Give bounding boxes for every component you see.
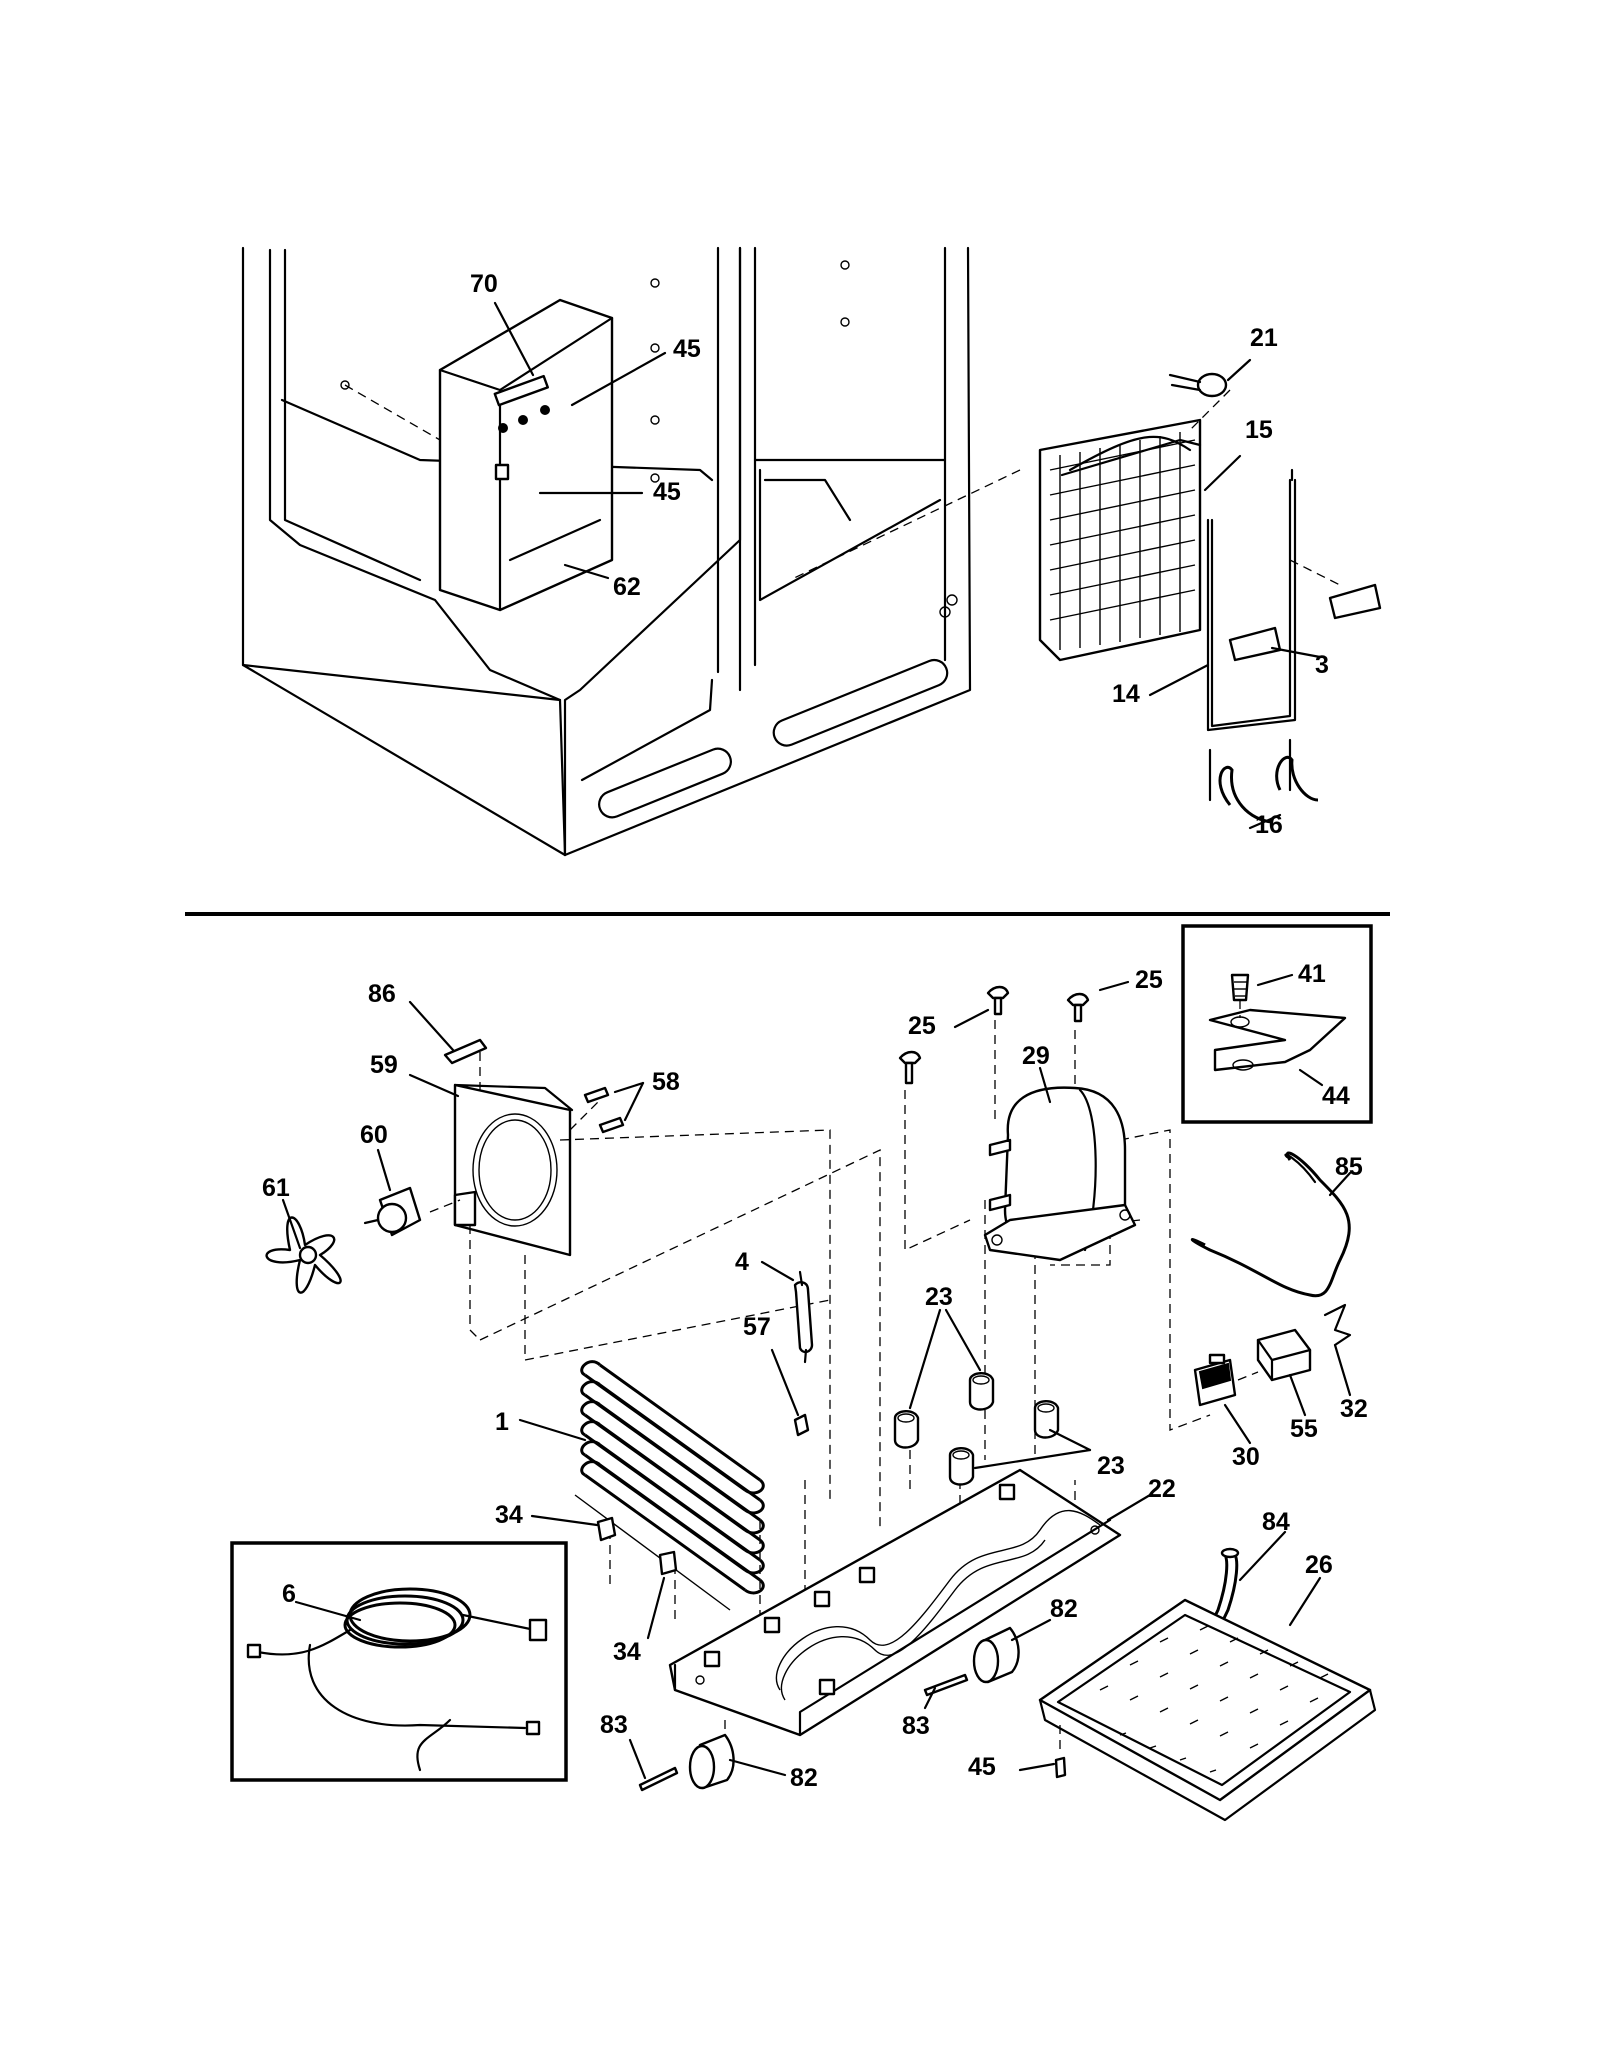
callout-58: 58: [652, 1068, 680, 1096]
inset-harness-box: [230, 1541, 568, 1782]
screw-part-58: [569, 1081, 645, 1134]
tube-part-14: [1206, 468, 1341, 732]
compressor-part-29: [983, 1066, 1137, 1262]
overload-part-55: [1237, 1328, 1312, 1417]
callout-4: 4: [735, 1248, 749, 1276]
callout-45: 45: [968, 1753, 996, 1781]
callout-15: 15: [1245, 416, 1273, 444]
callout-62: 62: [613, 573, 641, 601]
fan-shroud-part-59: [408, 1073, 574, 1257]
callout-45: 45: [673, 335, 701, 363]
callout-83: 83: [902, 1712, 930, 1740]
callout-16: 16: [1255, 811, 1283, 839]
callout-34: 34: [613, 1638, 641, 1666]
callout-82: 82: [790, 1764, 818, 1792]
condenser-part-1: [518, 1360, 765, 1611]
callout-1: 1: [495, 1408, 509, 1436]
fan-motor-part-60: [363, 1148, 461, 1237]
callout-26: 26: [1305, 1551, 1333, 1579]
screw-part-45: [1018, 1725, 1067, 1779]
callout-44: 44: [1322, 1082, 1350, 1110]
callout-45: 45: [653, 478, 681, 506]
callout-22: 22: [1148, 1475, 1176, 1503]
clip-part-32: [1323, 1303, 1352, 1397]
callout-83: 83: [600, 1711, 628, 1739]
relay-part-30: [1193, 1353, 1252, 1445]
callout-30: 30: [1232, 1443, 1260, 1471]
condenser-coil-part-15: [789, 389, 1231, 662]
callout-60: 60: [360, 1121, 388, 1149]
base-pan-part-22: [668, 1468, 1152, 1737]
callout-86: 86: [368, 980, 396, 1008]
tube-part-85: [1191, 1151, 1352, 1298]
inset-bracket-box: [1181, 924, 1373, 1124]
clip-part-34: [530, 1514, 678, 1640]
callout-61: 61: [262, 1174, 290, 1202]
callout-23: 23: [1097, 1452, 1125, 1480]
callout-70: 70: [470, 270, 498, 298]
callout-84: 84: [1262, 1508, 1290, 1536]
cabinet-drawing: [241, 246, 972, 857]
callout-32: 32: [1340, 1395, 1368, 1423]
callout-3: 3: [1315, 651, 1329, 679]
callout-85: 85: [1335, 1153, 1363, 1181]
drain-pan-part-26: [1038, 1576, 1377, 1822]
drier-part-21: [1168, 372, 1228, 398]
callout-82: 82: [1050, 1595, 1078, 1623]
callout-21: 21: [1250, 324, 1278, 352]
bin-part-62: [344, 298, 614, 612]
top-callout-lines: [493, 301, 1322, 830]
callout-59: 59: [370, 1051, 398, 1079]
callout-23: 23: [925, 1283, 953, 1311]
callout-55: 55: [1290, 1415, 1318, 1443]
callout-6: 6: [282, 1580, 296, 1608]
foot-part-82: [688, 1618, 1052, 1790]
screw-part-25: [898, 980, 1130, 1085]
clip-part-86: [408, 1000, 488, 1090]
callout-25: 25: [1135, 966, 1163, 994]
block-part-3: [1228, 583, 1382, 662]
callout-57: 57: [743, 1313, 771, 1341]
fan-blade-part-61: [265, 1198, 342, 1294]
grommet-part-23: [893, 1308, 1092, 1486]
callout-41: 41: [1298, 960, 1326, 988]
part-57: [770, 1348, 810, 1437]
clip-part-16: [1208, 738, 1319, 824]
callout-14: 14: [1112, 680, 1140, 708]
drier-part-4: [760, 1260, 814, 1364]
callout-25: 25: [908, 1012, 936, 1040]
callout-34: 34: [495, 1501, 523, 1529]
screw-part-83: [628, 1673, 969, 1792]
callout-29: 29: [1022, 1042, 1050, 1070]
